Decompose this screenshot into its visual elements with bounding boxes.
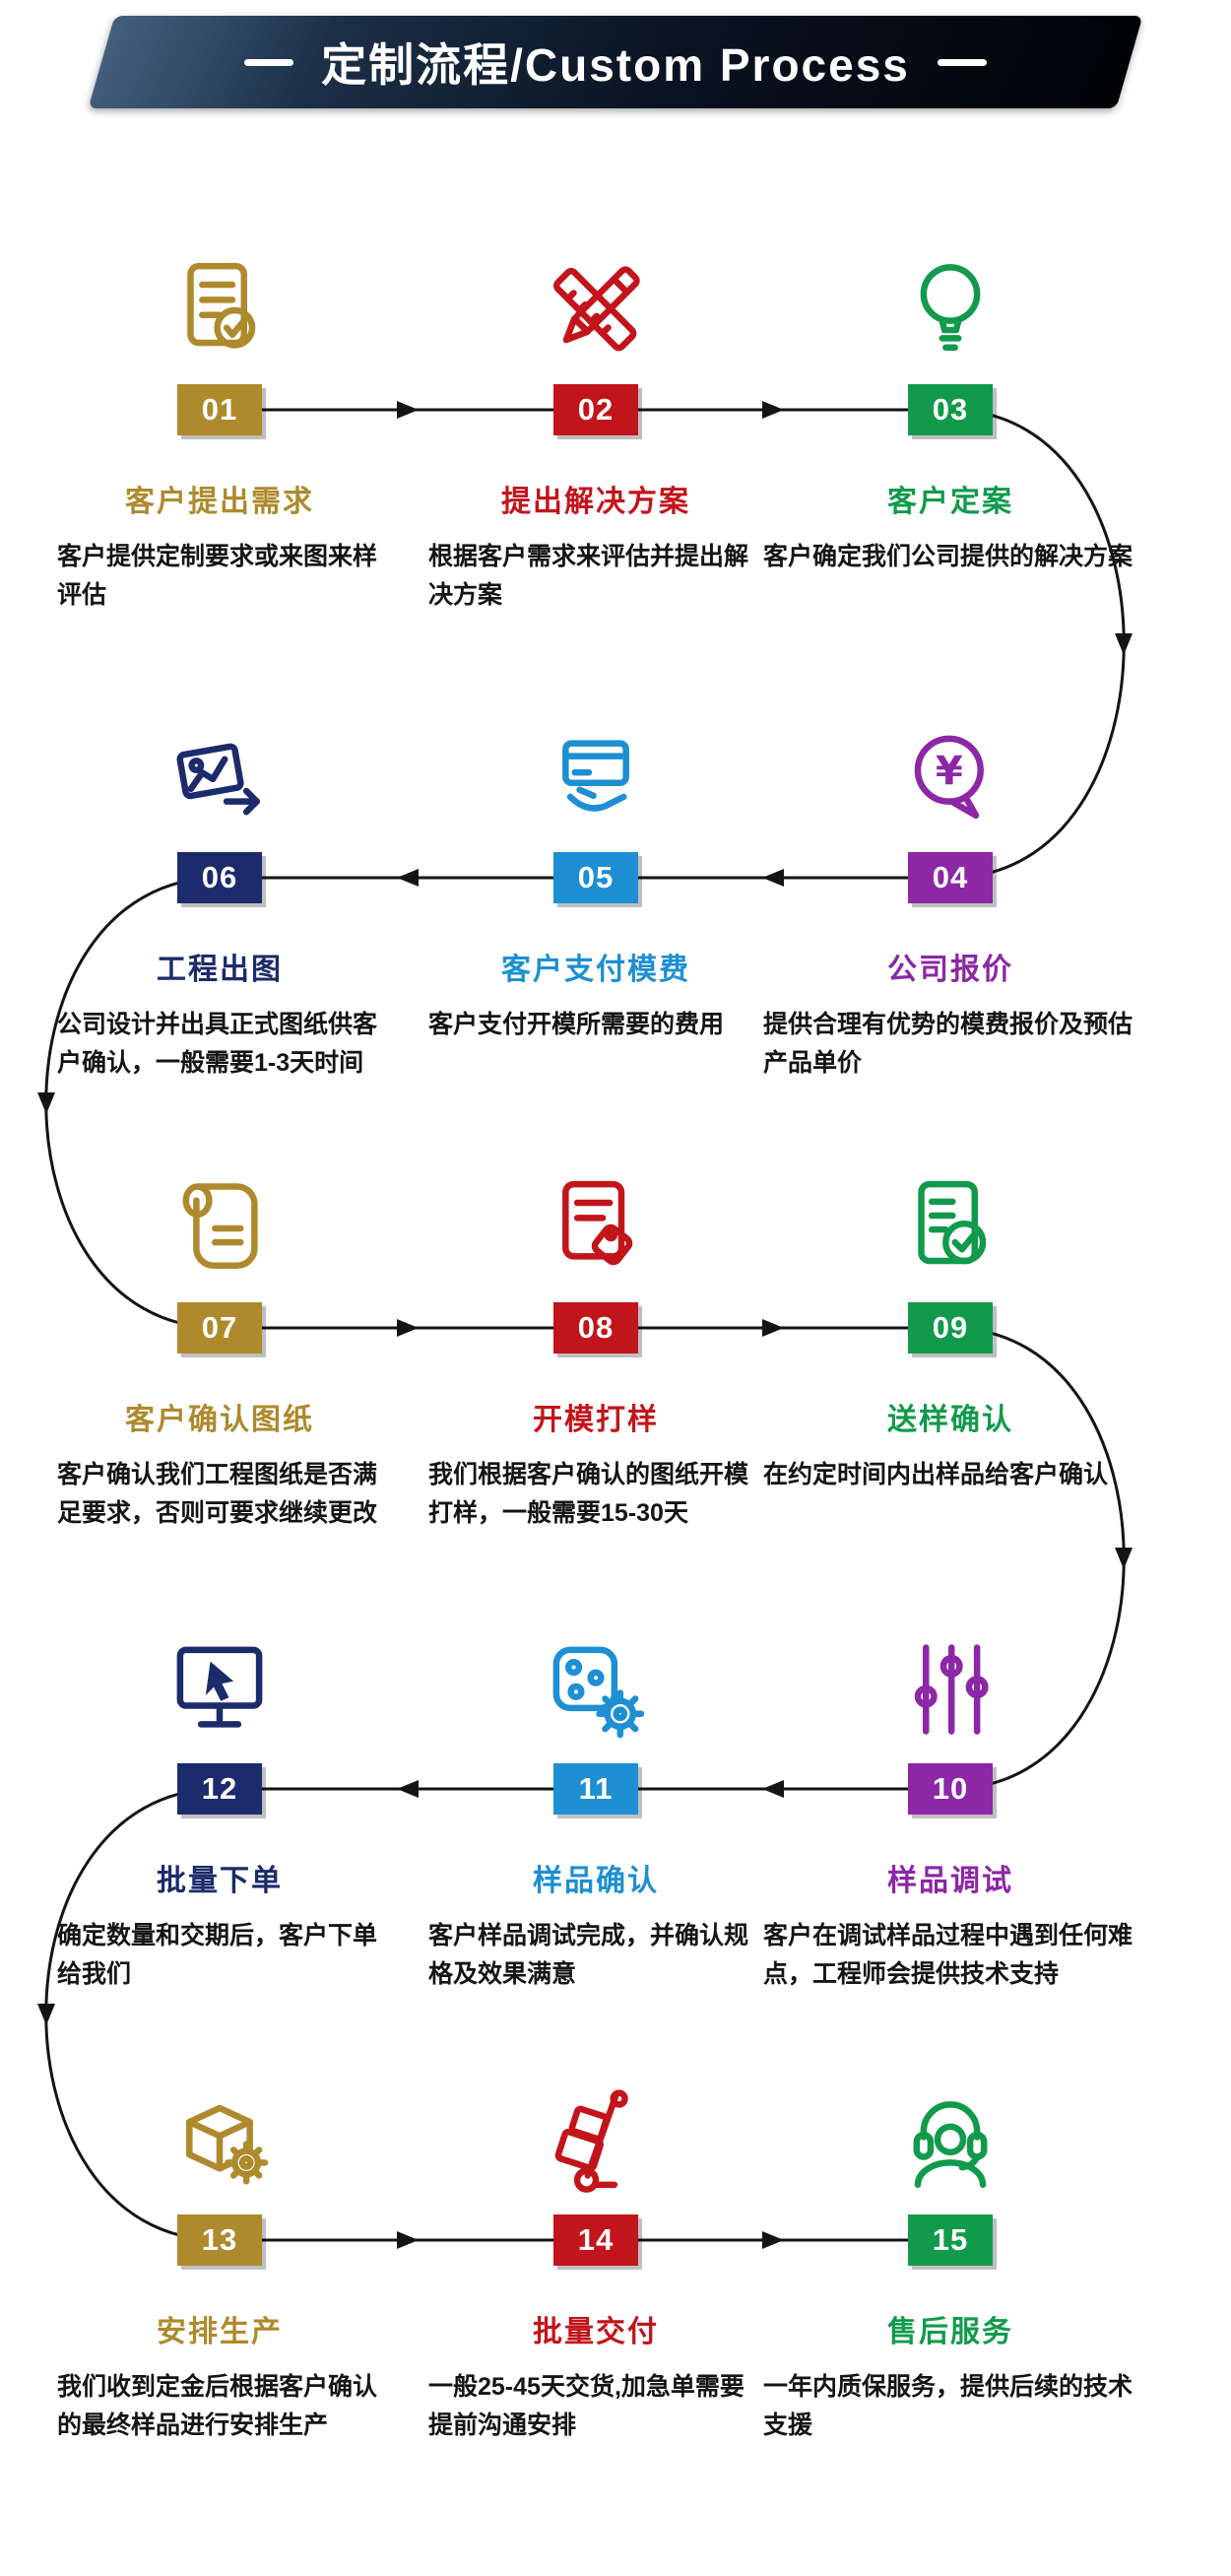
flow-arrow xyxy=(397,869,419,887)
step-description: 一年内质保服务，提供后续的技术支援 xyxy=(763,2373,1134,2439)
step-description: 我们收到定金后根据客户确认的最终样品进行安排生产 xyxy=(57,2373,378,2439)
flow-arrow xyxy=(1115,1548,1133,1569)
step-number-badge: 07 xyxy=(177,1302,262,1354)
lightbulb-icon xyxy=(892,236,1008,384)
step-number-badge: 12 xyxy=(177,1763,262,1815)
step-description: 提供合理有优势的模费报价及预估产品单价 xyxy=(763,1011,1134,1077)
step-title: 提出解决方案 xyxy=(501,486,690,518)
step-04: 04 公司报价 提供合理有优势的模费报价及预估产品单价 xyxy=(763,704,1137,1083)
step-01: 01 客户提出需求 客户提供定制要求或来图来样评估 xyxy=(57,236,382,615)
step-number-badge: 15 xyxy=(908,2214,993,2266)
step-13: 13 安排生产 我们收到定金后根据客户确认的最终样品进行安排生产 xyxy=(57,2067,382,2445)
flow-arrow xyxy=(37,2004,55,2025)
step-number-badge: 05 xyxy=(553,852,638,903)
step-description: 在约定时间内出样品给客户确认 xyxy=(763,1461,1109,1488)
header-dash-left xyxy=(244,58,294,66)
step-description: 根据客户需求来评估并提出解决方案 xyxy=(428,543,749,609)
step-description: 客户提供定制要求或来图来样评估 xyxy=(57,543,378,609)
flow-arrow xyxy=(397,401,419,419)
step-number-badge: 11 xyxy=(553,1763,638,1815)
design-tools-icon xyxy=(538,236,654,384)
step-07: 07 客户确认图纸 客户确认我们工程图纸是否满足要求，否则可要求继续更改 xyxy=(57,1155,382,1533)
document-check-icon xyxy=(162,236,278,384)
header-banner: 定制流程/Custom Process xyxy=(88,16,1143,108)
step-title: 样品调试 xyxy=(887,1865,1013,1897)
step-title: 客户定案 xyxy=(887,486,1013,518)
step-description: 公司设计并出具正式图纸供客户确认，一般需要1-3天时间 xyxy=(57,1011,378,1077)
step-number-badge: 01 xyxy=(177,384,262,435)
header-dash-right xyxy=(937,58,987,66)
production-icon xyxy=(162,2067,278,2214)
step-title: 安排生产 xyxy=(157,2316,283,2348)
flow-arrow xyxy=(1115,633,1133,655)
step-02: 02 提出解决方案 根据客户需求来评估并提出解决方案 xyxy=(428,236,763,615)
order-click-icon xyxy=(162,1616,278,1763)
step-number-badge: 13 xyxy=(177,2214,262,2266)
step-15: 15 售后服务 一年内质保服务，提供后续的技术支援 xyxy=(763,2067,1137,2445)
flow-arrow xyxy=(397,1319,419,1337)
flow-arrow xyxy=(397,2231,419,2249)
blueprint-icon xyxy=(162,1155,278,1302)
delivery-icon xyxy=(538,2067,654,2214)
step-08: 08 开模打样 我们根据客户确认的图纸开模打样，一般需要15-30天 xyxy=(428,1155,763,1533)
step-title: 批量交付 xyxy=(533,2316,659,2348)
step-title: 样品确认 xyxy=(533,1865,659,1897)
step-number-badge: 03 xyxy=(908,384,993,435)
step-description: 客户确定我们公司提供的解决方案 xyxy=(763,543,1134,570)
step-number-badge: 14 xyxy=(553,2214,638,2266)
mold-sample-icon xyxy=(538,1155,654,1302)
step-03: 03 客户定案 客户确定我们公司提供的解决方案 xyxy=(763,236,1137,576)
step-11: 11 样品确认 客户样品调试完成，并确认规格及效果满意 xyxy=(428,1616,763,1994)
step-description: 客户确认我们工程图纸是否满足要求，否则可要求继续更改 xyxy=(57,1461,378,1527)
step-title: 开模打样 xyxy=(533,1404,659,1436)
step-number-badge: 02 xyxy=(553,384,638,435)
step-title: 工程出图 xyxy=(157,954,283,986)
page-title: 定制流程/Custom Process xyxy=(321,39,910,91)
payment-icon xyxy=(538,704,654,852)
step-12: 12 批量下单 确定数量和交期后，客户下单给我们 xyxy=(57,1616,382,1994)
step-title: 售后服务 xyxy=(887,2316,1013,2348)
drawing-export-icon xyxy=(162,704,278,852)
step-06: 06 工程出图 公司设计并出具正式图纸供客户确认，一般需要1-3天时间 xyxy=(57,704,382,1083)
step-09: 09 送样确认 在约定时间内出样品给客户确认 xyxy=(763,1155,1137,1494)
step-number-badge: 10 xyxy=(908,1763,993,1815)
step-title: 公司报价 xyxy=(887,954,1013,986)
sample-debug-icon xyxy=(892,1616,1008,1763)
price-quote-icon xyxy=(892,704,1008,852)
sample-check-icon xyxy=(892,1155,1008,1302)
step-description: 确定数量和交期后，客户下单给我们 xyxy=(57,1922,378,1988)
step-title: 客户提出需求 xyxy=(125,486,314,518)
step-number-badge: 09 xyxy=(908,1302,993,1354)
step-title: 客户确认图纸 xyxy=(125,1404,314,1436)
step-14: 14 批量交付 一般25-45天交货,加急单需要提前沟通安排 xyxy=(428,2067,763,2445)
after-sales-icon xyxy=(892,2067,1008,2214)
step-description: 客户支付开模所需要的费用 xyxy=(428,1011,725,1038)
step-title: 批量下单 xyxy=(157,1865,283,1897)
flow-arrow xyxy=(397,1780,419,1798)
step-title: 送样确认 xyxy=(887,1404,1013,1436)
step-05: 05 客户支付模费 客户支付开模所需要的费用 xyxy=(428,704,763,1044)
step-number-badge: 08 xyxy=(553,1302,638,1354)
step-description: 一般25-45天交货,加急单需要提前沟通安排 xyxy=(428,2373,745,2439)
flow-arrow xyxy=(37,1092,55,1114)
step-description: 我们根据客户确认的图纸开模打样，一般需要15-30天 xyxy=(428,1461,749,1527)
step-description: 客户在调试样品过程中遇到任何难点，工程师会提供技术支持 xyxy=(763,1922,1134,1988)
step-title: 客户支付模费 xyxy=(501,954,690,986)
step-description: 客户样品调试完成，并确认规格及效果满意 xyxy=(428,1922,749,1988)
step-number-badge: 04 xyxy=(908,852,993,903)
step-number-badge: 06 xyxy=(177,852,262,903)
sample-confirm-icon xyxy=(538,1616,654,1763)
step-10: 10 样品调试 客户在调试样品过程中遇到任何难点，工程师会提供技术支持 xyxy=(763,1616,1137,1994)
